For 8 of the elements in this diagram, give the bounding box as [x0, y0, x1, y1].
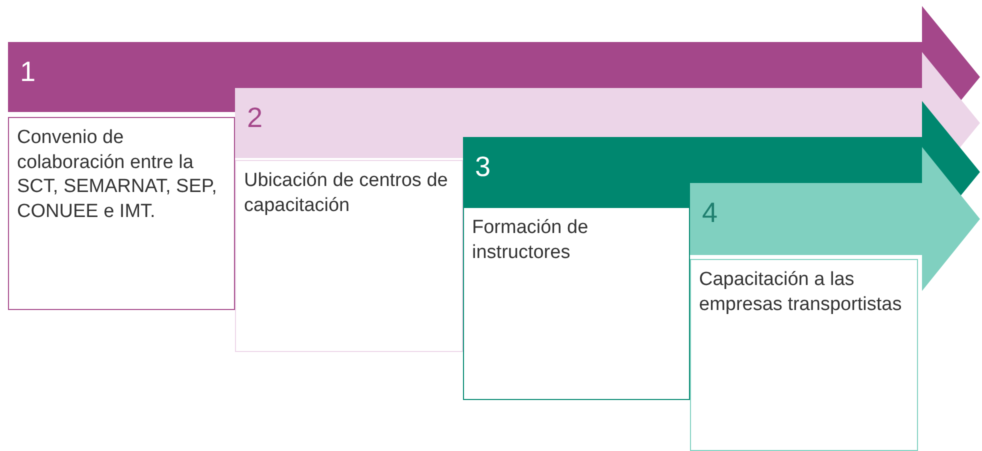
- step-description: Formación de instructores: [463, 207, 690, 400]
- step-number: 3: [475, 151, 491, 183]
- step-description: Capacitación a las empresas transportistas: [690, 259, 918, 451]
- step-description: Convenio de colaboración entre la SCT, SEMARNAT, SEP, CONUEE e IMT.: [8, 117, 235, 310]
- step-number: 4: [702, 197, 718, 229]
- step-number: 1: [20, 56, 36, 88]
- step-number: 2: [247, 102, 263, 134]
- step-description: Ubicación de centros de capacitación: [235, 160, 463, 352]
